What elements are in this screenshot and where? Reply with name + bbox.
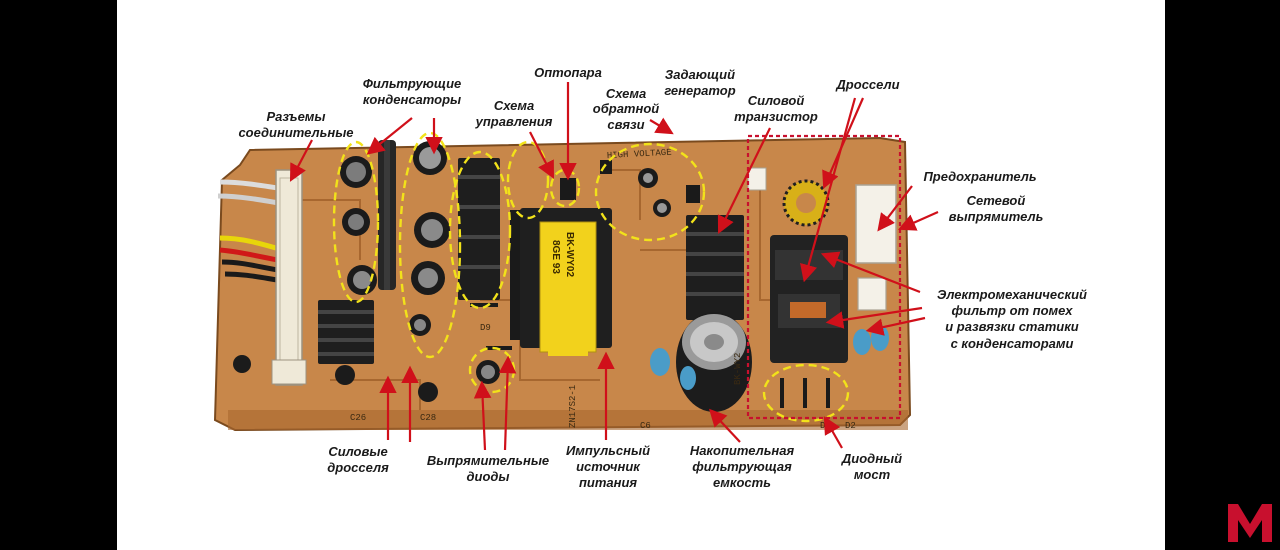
label-power-transistor: Силовой транзистор (734, 93, 818, 124)
svg-text:Дроссели: Дроссели (835, 77, 899, 92)
heatsink-control (458, 158, 500, 300)
svg-text:Накопительная: Накопительная (690, 443, 795, 458)
svg-text:дросселя: дросселя (327, 460, 389, 475)
svg-text:источник: источник (576, 459, 641, 474)
svg-text:Предохранитель: Предохранитель (923, 169, 1036, 184)
svg-text:Импульсный: Импульсный (566, 443, 650, 458)
svg-text:Фильтрующие: Фильтрующие (363, 76, 462, 91)
label-fuse: Предохранитель (923, 169, 1036, 184)
label-filter-caps: Фильтрующие конденсаторы (363, 76, 462, 107)
svg-text:связи: связи (607, 117, 644, 132)
svg-text:Выпрямительные: Выпрямительные (427, 453, 549, 468)
bridge-diodes (780, 378, 830, 408)
pcb-traces (300, 169, 820, 410)
svg-text:фильтрующая: фильтрующая (692, 459, 792, 474)
label-optocoupler: Оптопара (534, 65, 602, 80)
label-mains-rectifier: Сетевой выпрямитель (949, 193, 1044, 224)
heatsink-left (318, 300, 374, 364)
svg-text:мост: мост (854, 467, 891, 482)
svg-text:обратной: обратной (593, 101, 660, 116)
label-emi-filter: Электромеханический фильтр от помех и ра… (937, 287, 1087, 351)
svg-text:емкость: емкость (713, 475, 771, 490)
svg-text:и развязки статики: и развязки статики (945, 319, 1079, 334)
silk-bkwy2: BK-WY2 (733, 353, 743, 385)
svg-text:Силовой: Силовой (748, 93, 805, 108)
callout-arrows (289, 82, 939, 451)
heatsink-transistor (686, 215, 744, 320)
label-control-circuit: Схема управления (475, 98, 553, 129)
svg-text:генератор: генератор (664, 83, 735, 98)
svg-text:Электромеханический: Электромеханический (937, 287, 1087, 302)
pulse-transformer: BK-WY02 8GE 93 (520, 208, 612, 356)
toroid-choke (782, 179, 830, 227)
label-rectifier-diodes: Выпрямительные диоды (427, 453, 549, 484)
pcb-diagram: BK-WY02 8GE 93 (213, 65, 1087, 490)
silk-c28: C28 (420, 413, 436, 423)
channel-logo: M (1228, 504, 1272, 542)
svg-text:Силовые: Силовые (328, 444, 387, 459)
power-chokes (378, 140, 396, 290)
svg-text:Схема: Схема (606, 86, 646, 101)
svg-text:транзистор: транзистор (734, 109, 818, 124)
svg-text:питания: питания (579, 475, 637, 490)
svg-text:Схема: Схема (494, 98, 534, 113)
svg-text:Задающий: Задающий (665, 67, 735, 82)
svg-text:соединительные: соединительные (238, 125, 353, 140)
label-storage-cap: Накопительная фильтрующая емкость (690, 443, 795, 490)
logo-mark (1228, 504, 1272, 542)
transformer-marking-1: BK-WY02 (564, 232, 575, 277)
transformer-marking-2: 8GE 93 (550, 240, 561, 274)
silk-d9: D9 (480, 323, 491, 333)
silk-d2: D2 (845, 421, 856, 431)
label-master-osc: Задающий генератор (664, 67, 735, 98)
label-switching-supply: Импульсный источник питания (566, 443, 650, 490)
svg-text:выпрямитель: выпрямитель (949, 209, 1044, 224)
connector (271, 169, 307, 386)
silk-c26: C26 (350, 413, 366, 423)
svg-text:фильтр от помех: фильтр от помех (952, 303, 1074, 318)
svg-text:с конденсаторами: с конденсаторами (951, 336, 1074, 351)
svg-text:Сетевой: Сетевой (967, 193, 1026, 208)
emi-choke (770, 235, 848, 363)
content-panel: BK-WY02 8GE 93 (117, 0, 1165, 550)
label-power-chokes: Силовые дросселя (327, 444, 389, 475)
silk-c6: C6 (640, 421, 651, 431)
fuse-holder (855, 184, 897, 264)
label-diode-bridge: Диодный мост (841, 451, 902, 482)
svg-text:Диодный: Диодный (841, 451, 902, 466)
label-connectors: Разъемы соединительные (238, 109, 353, 140)
label-feedback: Схема обратной связи (593, 86, 660, 132)
optocoupler-chip (560, 178, 576, 200)
svg-text:Оптопара: Оптопара (534, 65, 602, 80)
highlight-outlines (332, 131, 850, 423)
svg-text:управления: управления (475, 114, 553, 129)
svg-text:диоды: диоды (466, 469, 509, 484)
storage-capacitor (676, 312, 752, 412)
label-chokes: Дроссели (835, 77, 899, 92)
svg-text:конденсаторы: конденсаторы (363, 92, 461, 107)
svg-text:Разъемы: Разъемы (266, 109, 325, 124)
silk-model: ZN17S2-1 (568, 385, 578, 428)
